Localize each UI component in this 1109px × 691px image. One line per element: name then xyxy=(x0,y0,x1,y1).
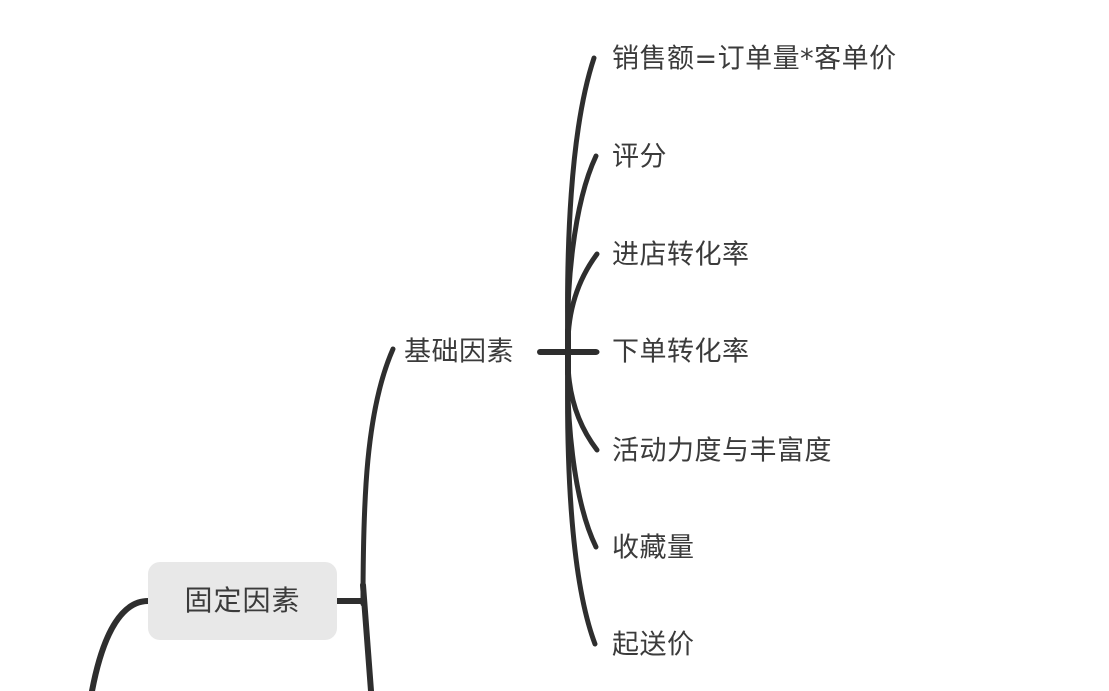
node-leaf-favorites-count[interactable]: 收藏量 xyxy=(612,532,695,564)
node-leaf-min-order-price[interactable]: 起送价 xyxy=(612,629,695,661)
connector-root-left xyxy=(89,598,151,691)
node-leaf-sales-formula[interactable]: 销售额=订单量*客单价 xyxy=(612,43,897,75)
connector-leaf-3 xyxy=(565,251,600,355)
connector-leaf-7 xyxy=(565,349,598,647)
node-branch-basic-factors[interactable]: 基础因素 xyxy=(404,336,514,368)
node-leaf-rating[interactable]: 评分 xyxy=(612,141,667,173)
node-leaf-promo-strength[interactable]: 活动力度与丰富度 xyxy=(612,435,832,467)
node-leaf-order-conv-rate[interactable]: 下单转化率 xyxy=(612,336,750,368)
node-root-fixed-factors[interactable]: 固定因素 xyxy=(148,562,337,640)
connector-root-to-branch xyxy=(360,346,396,607)
node-leaf-store-entry-rate[interactable]: 进店转化率 xyxy=(612,239,750,271)
